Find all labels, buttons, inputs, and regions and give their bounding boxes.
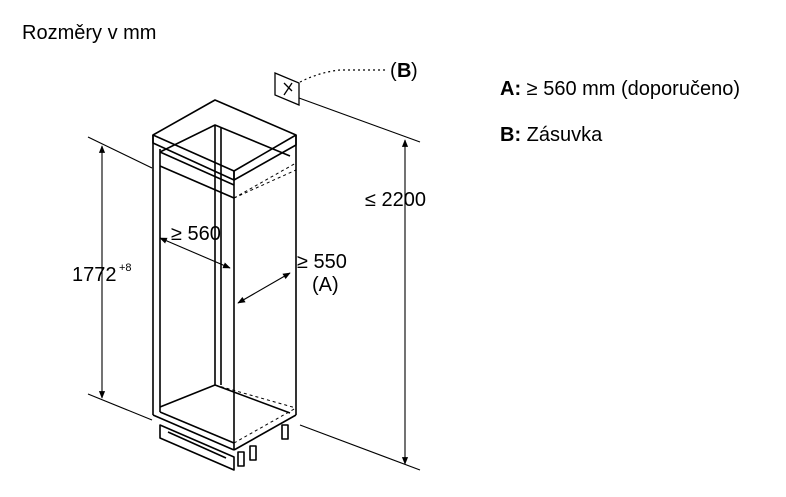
legend-key-a: A: <box>500 78 522 100</box>
niche-depth-arrow <box>237 272 291 304</box>
socket-marker-key: B <box>397 60 411 82</box>
socket-marker-close: ) <box>411 60 418 82</box>
niche-height-label: 1772 <box>72 264 117 286</box>
legend-key-b: B: <box>500 124 522 146</box>
total-height-dimension <box>298 97 421 471</box>
socket-leader-line <box>299 69 388 83</box>
niche-width-label: ≥ 560 <box>171 223 221 245</box>
niche-height-tolerance: +8 <box>119 262 132 274</box>
total-height-label: ≤ 2200 <box>365 189 426 211</box>
legend-text-b: Zásuvka <box>526 124 603 146</box>
socket-marker-open: ( <box>390 60 397 82</box>
page-title: Rozměry v mm <box>22 22 157 44</box>
socket-icon <box>274 72 300 106</box>
niche-depth-label: ≥ 550 <box>297 251 347 273</box>
cabinet-outline <box>152 99 297 471</box>
niche-width-arrow <box>159 237 231 269</box>
legend-item-a: A: ≥ 560 mm (doporučeno) <box>500 78 740 101</box>
depth-marker-label: (A) <box>312 274 339 296</box>
niche-height-dimension <box>87 136 153 421</box>
legend-text-a: ≥ 560 mm (doporučeno) <box>526 78 740 100</box>
legend-item-b: B: Zásuvka <box>500 124 602 147</box>
